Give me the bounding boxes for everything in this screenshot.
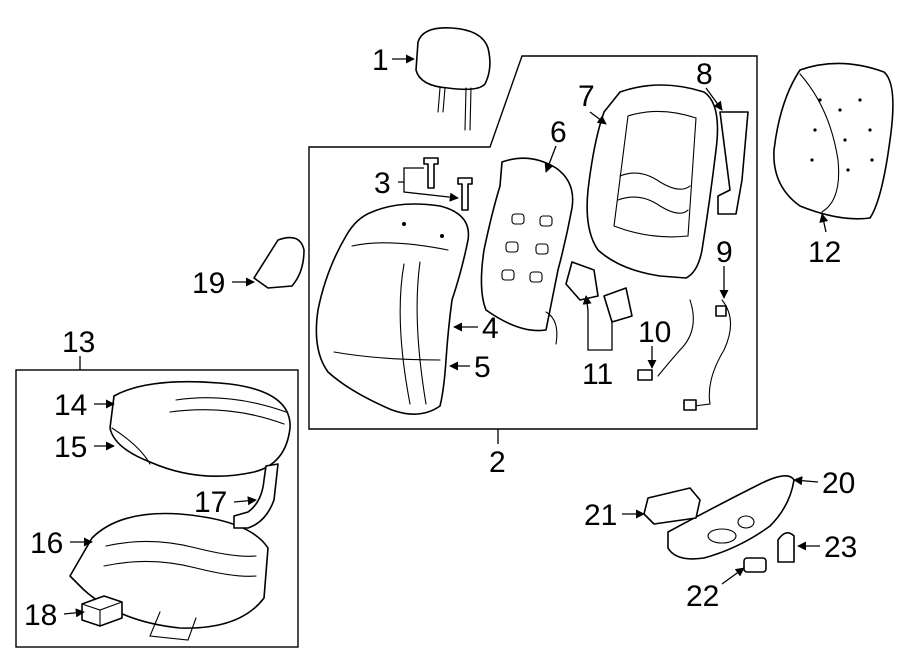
callout-7: 7	[578, 80, 595, 113]
leader-17	[233, 496, 257, 506]
control-module-part[interactable]	[81, 595, 123, 627]
seat-frame-part[interactable]	[69, 512, 269, 641]
seat-cushion-group-box	[15, 369, 299, 648]
seatback-group-box	[308, 55, 758, 430]
callout-2: 2	[489, 446, 506, 479]
seat-switch-part[interactable]	[643, 487, 701, 525]
callout-15: 15	[54, 431, 87, 464]
callout-3: 3	[374, 167, 391, 200]
trim-clip-part[interactable]	[565, 261, 633, 323]
leader-12	[819, 213, 829, 233]
callout-16: 16	[30, 527, 63, 560]
back-panel-part[interactable]	[773, 62, 894, 220]
adjuster-strap-part[interactable]	[233, 463, 279, 529]
callout-17: 17	[194, 486, 227, 519]
side-shield-part[interactable]	[667, 475, 795, 560]
headrest-part[interactable]	[415, 26, 491, 131]
callout-4: 4	[482, 312, 499, 345]
callout-1: 1	[372, 44, 389, 77]
leader-20	[793, 476, 819, 486]
callout-10: 10	[638, 316, 671, 349]
callout-18: 18	[24, 599, 57, 632]
wiring-harness-part[interactable]	[637, 299, 732, 411]
leader-6	[544, 145, 557, 173]
seatback-pad-part[interactable]	[480, 157, 574, 345]
leader-18	[63, 608, 85, 618]
callout-14: 14	[54, 389, 87, 422]
callout-8: 8	[696, 58, 713, 91]
callout-12: 12	[808, 236, 841, 269]
callout-13: 13	[62, 326, 95, 359]
callout-19: 19	[192, 267, 225, 300]
callout-20: 20	[822, 467, 855, 500]
leader-11	[586, 296, 613, 351]
callout-22: 22	[686, 580, 719, 613]
headrest-guide-part[interactable]	[423, 157, 473, 211]
callout-23: 23	[824, 531, 857, 564]
knob-cap-part[interactable]	[777, 532, 795, 563]
hinge-cover-part[interactable]	[253, 236, 305, 289]
callout-9: 9	[716, 236, 733, 269]
leader-8	[705, 87, 723, 111]
callout-21: 21	[584, 499, 617, 532]
leader-22	[721, 567, 745, 585]
seatback-cover-part[interactable]	[315, 203, 470, 415]
callout-5: 5	[474, 351, 491, 384]
callout-6: 6	[550, 116, 567, 149]
seatback-frame-part[interactable]	[586, 84, 719, 279]
knob-small-part[interactable]	[743, 557, 767, 573]
leader-3	[398, 167, 458, 198]
side-bracket-part[interactable]	[717, 111, 749, 215]
leader-7	[589, 111, 607, 125]
seat-cushion-part[interactable]	[109, 380, 291, 478]
callout-11: 11	[582, 358, 613, 391]
